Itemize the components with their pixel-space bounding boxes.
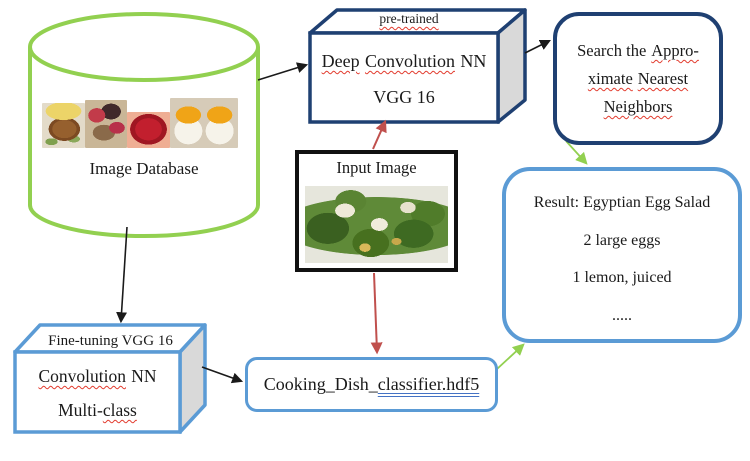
vgg-box-line2: VGG 16 (373, 87, 435, 107)
result-line2: 2 large eggs (583, 231, 661, 249)
arrow-vgg-to-search (524, 40, 551, 54)
arrow-db-to-finetune (116, 226, 128, 324)
word-deep: Deep (321, 51, 360, 71)
arrow-db-to-vgg (257, 62, 309, 81)
word-nn: NN (460, 51, 487, 71)
arrow-input-to-vgg (372, 119, 387, 150)
finetune-box-shape (13, 323, 207, 434)
result-text: Result: Egyptian Egg Salad 2 large eggs … (502, 184, 742, 334)
arrow-classifier-to-result (496, 343, 525, 370)
arrow-input-to-classifier (370, 272, 383, 355)
food-thumbnail-berry-dessert (85, 100, 127, 148)
input-image-label: Input Image (336, 158, 417, 177)
pretrained-label: pre-trained (354, 11, 464, 28)
arrow-search-to-result (565, 140, 588, 165)
pretrained-text: pre-trained (379, 11, 439, 26)
arrow-finetune-to-classifier (201, 366, 244, 384)
search-line3: Neighbors (603, 97, 673, 116)
word-convolution: Convolution (364, 51, 455, 71)
finetune-line2: Multi-class (58, 400, 137, 420)
finetune-top-label: Fine-tuning VGG 16 (48, 333, 173, 349)
result-line1: Result: Egyptian Egg Salad (533, 194, 711, 211)
image-database-label: Image Database (89, 159, 199, 178)
classifier-file-name: Cooking_Dish_classifier.hdf5 (263, 374, 480, 394)
result-line4: ..... (612, 306, 632, 324)
food-thumbnail-custard-cups (170, 98, 238, 148)
result-box (502, 167, 742, 343)
result-line3: 1 lemon, juiced (572, 269, 672, 286)
input-salad-photo (305, 186, 448, 263)
classifier-file-box: Cooking_Dish_classifier.hdf5 (245, 357, 498, 412)
food-thumbnail-red-fruit-bowl (127, 112, 170, 148)
search-ann-box (553, 12, 723, 145)
vgg-box-shape (308, 8, 527, 124)
food-thumbnail-meat-dish (42, 103, 85, 148)
